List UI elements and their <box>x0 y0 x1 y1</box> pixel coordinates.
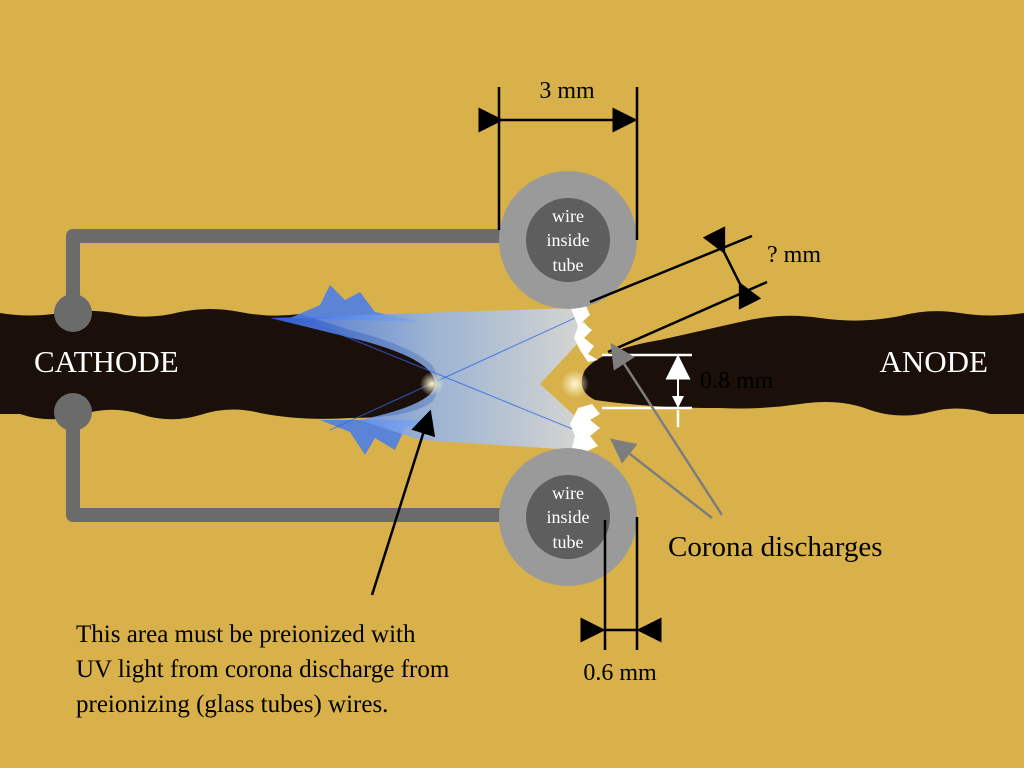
label-cathode: CATHODE <box>34 344 179 379</box>
dimension-unknown <box>589 226 768 354</box>
tube-bottom-label-2: inside <box>547 507 590 527</box>
label-unknown-mm: ? mm <box>767 242 821 268</box>
tube-bottom-label-3: tube <box>553 532 584 552</box>
note-line-3: preionizing (glass tubes) wires. <box>76 691 388 718</box>
corona-top <box>570 304 598 362</box>
beam-line-2 <box>329 317 576 431</box>
arrow-0-8-up <box>672 356 684 368</box>
tube-top <box>499 171 637 309</box>
glow-flare-top <box>290 285 420 322</box>
note-line-1: This area must be preionized with <box>76 621 416 648</box>
dimension-3mm <box>478 87 639 240</box>
wire-top <box>66 229 540 315</box>
wire-bottom <box>66 408 540 522</box>
tube-top-label-2: inside <box>547 230 590 250</box>
cathode-terminal-bottom <box>54 393 92 431</box>
anode-tip-glow <box>561 370 589 398</box>
label-3mm: 3 mm <box>539 78 595 104</box>
note-line-2: UV light from corona discharge from <box>76 656 450 683</box>
label-corona: Corona discharges <box>668 531 883 563</box>
corona-pointers <box>610 342 724 519</box>
cathode-electrode <box>0 309 439 420</box>
tube-top-label-1: wire <box>552 206 584 226</box>
arrow-0-8-down <box>672 396 684 408</box>
cathode-terminal-top <box>54 294 92 332</box>
tube-bottom-label-1: wire <box>552 483 584 503</box>
anode-electrode <box>581 311 1024 416</box>
discharge-beam <box>270 308 590 450</box>
tube-top-label-3: tube <box>553 255 584 275</box>
preionization-arrow <box>370 409 436 596</box>
label-0-8mm: 0.8 mm <box>700 368 774 394</box>
glow-flare-bottom <box>320 420 440 455</box>
cathode-tip-glow <box>420 372 444 396</box>
dimension-0-6mm <box>580 517 662 650</box>
corona-bottom <box>570 404 600 452</box>
label-anode: ANODE <box>880 344 989 379</box>
label-0-6mm: 0.6 mm <box>583 660 657 686</box>
tube-bottom <box>499 448 637 586</box>
